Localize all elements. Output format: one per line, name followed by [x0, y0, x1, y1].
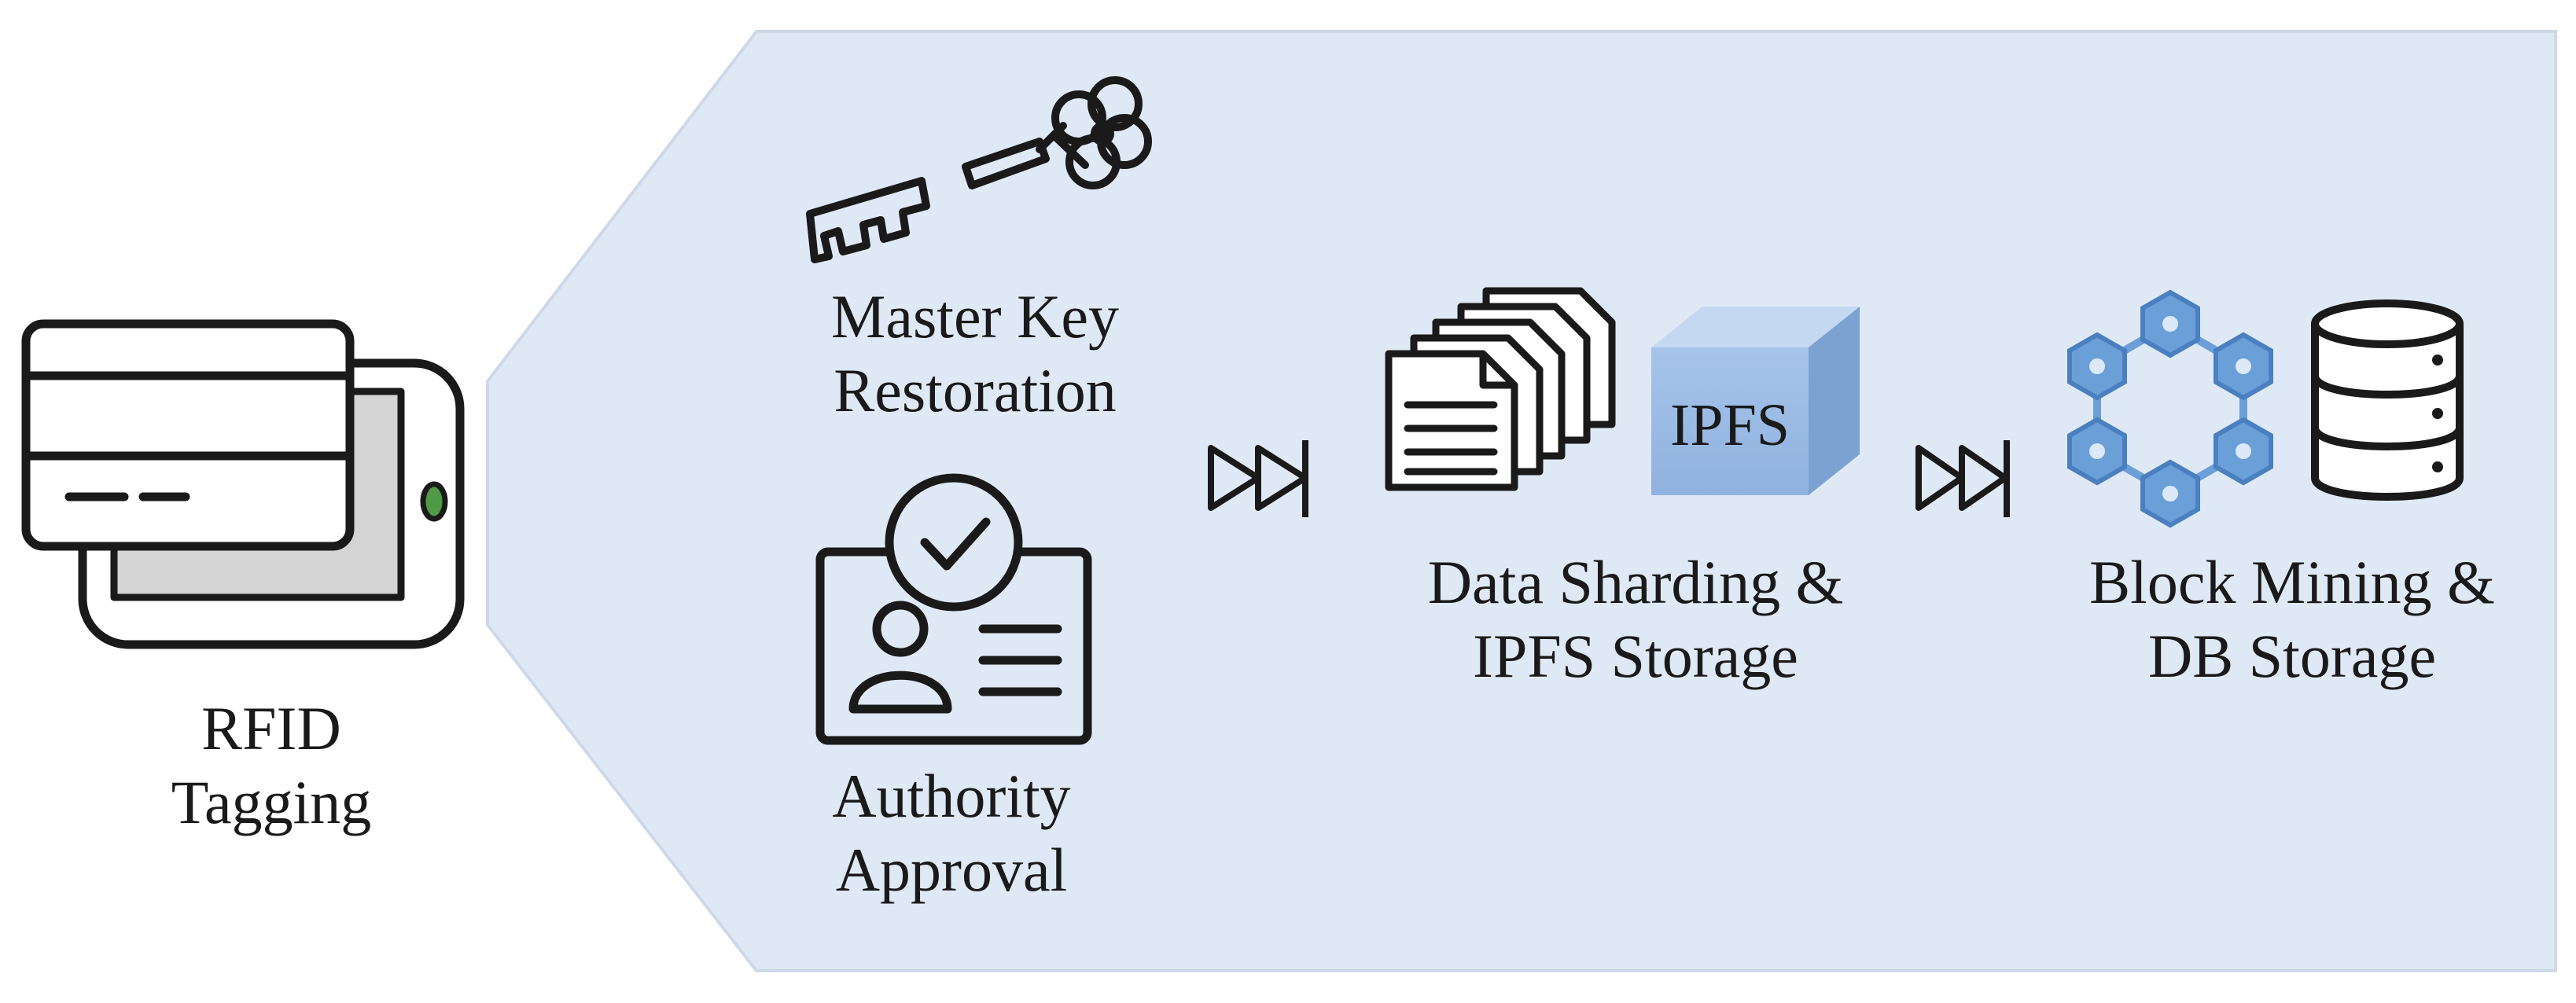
master-key-label-line1: Master Key — [830, 282, 1120, 351]
mining-label-line2: DB Storage — [2147, 622, 2437, 690]
blockchain-ring-icon — [2067, 289, 2273, 528]
authority-label-line2: Approval — [835, 836, 1068, 904]
master-key-label-line2: Restoration — [834, 356, 1117, 424]
ipfs-cube-icon: IPFS — [1651, 307, 1860, 495]
id-card-check-icon — [815, 473, 1092, 745]
process-panel — [486, 30, 2557, 972]
rfid-card-reader-icon — [21, 319, 465, 649]
rfid-label-line1: RFID — [201, 694, 341, 762]
keys-icon — [806, 76, 1152, 263]
authority-label-line1: Authority — [832, 762, 1071, 830]
database-icon — [2311, 299, 2464, 501]
fast-forward-icon — [1208, 440, 1308, 517]
rfid-tagging-label: RFID Tagging — [114, 692, 429, 840]
master-key-restoration-label: Master Key Restoration — [778, 280, 1172, 428]
authority-approval-label: Authority Approval — [778, 759, 1124, 907]
rfid-label-line2: Tagging — [171, 768, 372, 836]
sharding-label-line1: Data Sharding & — [1427, 548, 1844, 616]
data-sharding-label: Data Sharding & IPFS Storage — [1384, 546, 1887, 693]
documents-stack-icon — [1385, 287, 1616, 491]
fast-forward-icon — [1915, 440, 2010, 517]
ipfs-label: IPFS — [1670, 392, 1790, 458]
sharding-label-line2: IPFS Storage — [1473, 622, 1798, 690]
mining-label-line1: Block Mining & — [2089, 548, 2495, 616]
block-mining-label: Block Mining & DB Storage — [2044, 546, 2540, 693]
